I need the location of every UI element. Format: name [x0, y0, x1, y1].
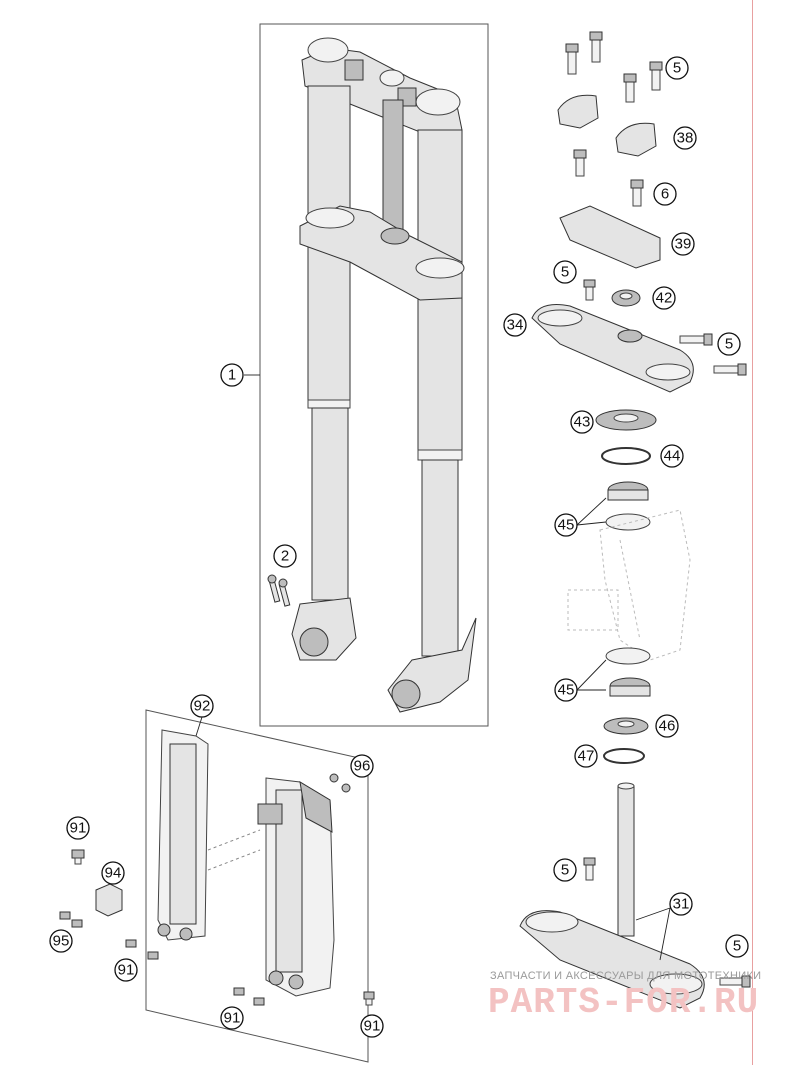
part-45-bearing-upper[interactable] [605, 481, 651, 531]
callout-43[interactable]: 43 [570, 410, 594, 434]
callout-96[interactable]: 96 [350, 754, 374, 778]
svg-text:43: 43 [574, 414, 591, 431]
part-5-bolt-side[interactable] [719, 975, 751, 988]
part-6-screws[interactable] [573, 149, 644, 207]
callout-34[interactable]: 34 [503, 313, 527, 337]
fork-assembly[interactable] [291, 37, 477, 713]
part-5-bolt-lower[interactable] [583, 857, 596, 881]
callout-91-d[interactable]: 91 [360, 1014, 384, 1038]
svg-text:42: 42 [656, 290, 673, 307]
callout-31[interactable]: 31 [669, 892, 693, 916]
part-94-clip[interactable] [95, 883, 123, 917]
upper-triple-clamp-34[interactable] [531, 304, 694, 393]
part-91-bolt-d[interactable] [363, 991, 375, 1006]
callout-5-side[interactable]: 5 [725, 934, 749, 958]
svg-text:92: 92 [194, 698, 211, 715]
callout-42[interactable]: 42 [652, 286, 676, 310]
fork-guard-left[interactable] [157, 729, 209, 941]
svg-text:2: 2 [281, 548, 289, 565]
lower-triple-clamp-31[interactable] [519, 782, 705, 1009]
watermark-caption: ЗАПЧАСТИ И АКСЕССУАРЫ ДЛЯ МОТОТЕХНИКИ [490, 970, 762, 982]
callout-5-right[interactable]: 5 [717, 332, 741, 356]
callout-1[interactable]: 1 [220, 363, 244, 387]
part-47-ring[interactable] [603, 748, 645, 764]
page-edge-line [752, 0, 753, 1065]
part-43-washer[interactable] [595, 409, 657, 431]
svg-text:5: 5 [561, 862, 569, 879]
callout-45-upper[interactable]: 45 [554, 513, 578, 537]
svg-text:91: 91 [364, 1018, 381, 1035]
callout-38[interactable]: 38 [673, 126, 697, 150]
part-5-bolt-mid[interactable] [583, 279, 596, 301]
svg-text:1: 1 [228, 367, 236, 384]
svg-text:95: 95 [53, 933, 70, 950]
part-91-bolt-c[interactable] [233, 987, 265, 1006]
callout-45-lower[interactable]: 45 [554, 678, 578, 702]
svg-text:94: 94 [105, 865, 122, 882]
callout-91-a[interactable]: 91 [66, 816, 90, 840]
frame-head-ghost [567, 509, 691, 661]
svg-text:34: 34 [507, 317, 524, 334]
callout-91-b[interactable]: 91 [114, 958, 138, 982]
svg-text:91: 91 [118, 962, 135, 979]
handlebar-clamp-cap-38[interactable] [615, 122, 657, 157]
svg-text:45: 45 [558, 682, 575, 699]
part-95-screws[interactable] [59, 911, 83, 928]
part-91-bolt-b[interactable] [125, 939, 159, 960]
svg-text:91: 91 [70, 820, 87, 837]
callout-39[interactable]: 39 [671, 232, 695, 256]
callout-47[interactable]: 47 [574, 744, 598, 768]
svg-text:96: 96 [354, 758, 371, 775]
svg-text:5: 5 [733, 938, 741, 955]
part-91-bolt-a[interactable] [71, 849, 85, 865]
fork-guard-right[interactable] [257, 777, 335, 997]
callout-5-lower[interactable]: 5 [553, 858, 577, 882]
handlebar-clamp-bolts[interactable] [565, 31, 663, 103]
callout-92[interactable]: 92 [190, 694, 214, 718]
svg-text:5: 5 [725, 336, 733, 353]
callout-94[interactable]: 94 [101, 861, 125, 885]
callout-5-top[interactable]: 5 [665, 56, 689, 80]
part-2-screws[interactable] [267, 574, 291, 607]
callout-46[interactable]: 46 [655, 714, 679, 738]
callout-44[interactable]: 44 [660, 444, 684, 468]
svg-text:46: 46 [659, 718, 676, 735]
svg-text:91: 91 [224, 1010, 241, 1027]
callout-91-c[interactable]: 91 [220, 1006, 244, 1030]
svg-text:31: 31 [673, 896, 690, 913]
part-45-bearing-lower[interactable] [605, 647, 651, 697]
callout-2[interactable]: 2 [273, 544, 297, 568]
callout-95[interactable]: 95 [49, 929, 73, 953]
svg-text:39: 39 [675, 236, 692, 253]
callout-6[interactable]: 6 [653, 182, 677, 206]
part-44-ring[interactable] [601, 447, 651, 465]
svg-text:6: 6 [661, 186, 669, 203]
part-46-washer[interactable] [603, 717, 649, 735]
watermark-brand: PARTS-FOR.RU [488, 982, 760, 1023]
part-5-clamp-bolts[interactable] [679, 333, 747, 376]
svg-text:5: 5 [561, 264, 569, 281]
handlebar-clamp-cap-left[interactable] [557, 94, 599, 129]
part-96-nuts[interactable] [329, 773, 351, 793]
handlebar-mount-39[interactable] [559, 205, 661, 269]
callout-5-mid[interactable]: 5 [553, 260, 577, 284]
svg-text:5: 5 [673, 60, 681, 77]
svg-text:47: 47 [578, 748, 595, 765]
fork-guard-frame [145, 709, 369, 1063]
svg-text:45: 45 [558, 517, 575, 534]
svg-text:38: 38 [677, 130, 694, 147]
svg-text:44: 44 [664, 448, 681, 465]
part-42-nut[interactable] [611, 289, 641, 307]
